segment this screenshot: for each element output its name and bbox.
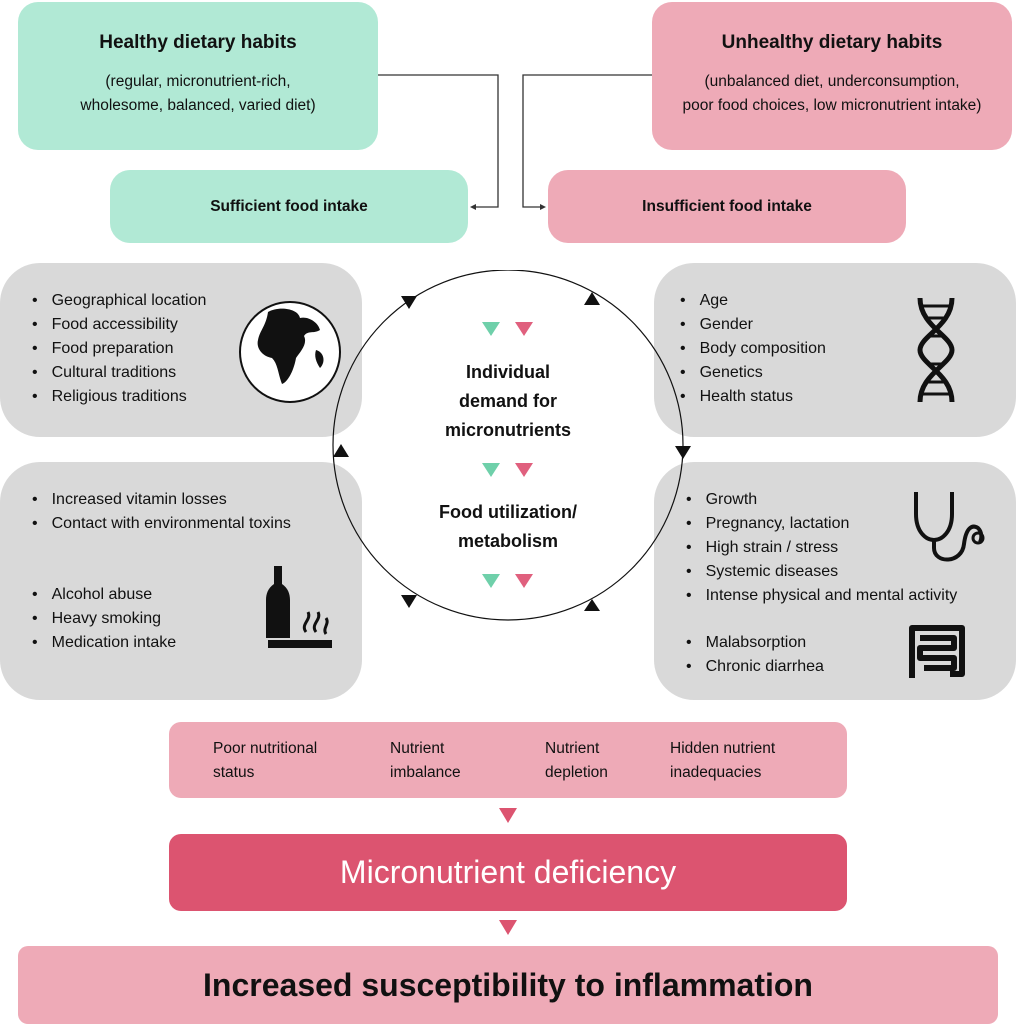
- healthy-desc-2: wholesome, balanced, varied diet): [80, 97, 316, 114]
- list-item: Health status: [680, 385, 826, 409]
- down-arrow-icon: [499, 808, 517, 823]
- list-item: Heavy smoking: [32, 607, 176, 631]
- outcome-line: Hidden nutrient: [670, 740, 776, 757]
- list-item: Malabsorption: [686, 631, 824, 655]
- cycle-arrow: [401, 595, 417, 608]
- outcomes-box: [169, 722, 847, 798]
- list-item: High strain / stress: [686, 536, 957, 560]
- list-item: Contact with environmental toxins: [32, 512, 291, 536]
- outcome-poor-status: Poor nutritional status: [213, 737, 317, 785]
- stethoscope-icon: [914, 492, 985, 562]
- lifestyle-factors-list-b: Alcohol abuse Heavy smoking Medication i…: [32, 583, 177, 655]
- cycle-arrow: [584, 599, 600, 611]
- bottle-cigarette-icon: [266, 566, 332, 648]
- outcome-line: status: [213, 764, 255, 781]
- outcome-imbalance: Nutrient imbalance: [390, 737, 461, 785]
- cycle-arrow: [675, 446, 691, 459]
- physiological-factors-list-b: Malabsorption Chronic diarrhea: [686, 631, 824, 679]
- list-item: Alcohol abuse: [32, 583, 176, 607]
- util-line: metabolism: [457, 531, 559, 551]
- sufficient-intake-box: Sufficient food intake: [110, 170, 468, 243]
- cycle-arrow: [333, 444, 349, 457]
- list-item: Chronic diarrhea: [686, 655, 824, 679]
- individual-factors-list: Age Gender Body composition Genetics Hea…: [680, 289, 826, 409]
- outcome-line: Nutrient: [545, 740, 600, 757]
- environmental-factors-list: Geographical location Food accessibility…: [32, 289, 207, 409]
- list-item: Intense physical and mental activity: [686, 584, 958, 608]
- demand-line: demand for: [458, 391, 557, 411]
- unhealthy-desc-1: (unbalanced diet, underconsumption,: [704, 73, 960, 90]
- inflammation-label: Increased susceptibility to inflammation: [203, 966, 813, 1003]
- outcome-line: depletion: [545, 764, 608, 781]
- outcome-line: Poor nutritional: [213, 740, 318, 757]
- outcome-line: inadequacies: [670, 764, 762, 781]
- inflammation-box: Increased susceptibility to inflammation: [18, 946, 998, 1024]
- outcome-line: Nutrient: [390, 740, 445, 757]
- deficiency-label: Micronutrient deficiency: [339, 854, 677, 890]
- list-item: Medication intake: [32, 631, 177, 655]
- list-item: Body composition: [680, 337, 826, 361]
- demand-line: micronutrients: [444, 420, 572, 440]
- list-item: Food accessibility: [32, 313, 206, 337]
- list-item: Food preparation: [32, 337, 206, 361]
- insufficient-intake-label: Insufficient food intake: [642, 197, 812, 215]
- demand-line: Individual: [465, 362, 550, 382]
- cycle-arrow: [401, 296, 417, 309]
- connector-lines: [378, 74, 652, 210]
- list-item: Pregnancy, lactation: [686, 512, 957, 536]
- intestine-icon: [909, 625, 965, 678]
- healthy-habits-box: Healthy dietary habits (regular, micronu…: [18, 2, 378, 150]
- list-item: Cultural traditions: [32, 361, 206, 385]
- list-item: Genetics: [680, 361, 826, 385]
- list-item: Growth: [686, 488, 957, 512]
- util-line: Food utilization/: [439, 502, 577, 522]
- green-pink-triangles: [482, 322, 533, 588]
- lifestyle-factors-list-a: Increased vitamin losses Contact with en…: [32, 488, 291, 536]
- food-utilization-label: Food utilization/ metabolism: [398, 498, 618, 556]
- insufficient-intake-box: Insufficient food intake: [548, 170, 906, 243]
- sufficient-intake-label: Sufficient food intake: [210, 197, 368, 215]
- micronutrient-deficiency-box: Micronutrient deficiency: [169, 834, 847, 911]
- unhealthy-desc-2: poor food choices, low micronutrient int…: [682, 97, 982, 114]
- cycle-diagram: [332, 270, 691, 621]
- globe-icon: [239, 301, 341, 403]
- cycle-arrow: [584, 292, 600, 305]
- healthy-desc-1: (regular, micronutrient-rich,: [105, 73, 291, 90]
- outcome-hidden: Hidden nutrient inadequacies: [670, 737, 775, 785]
- list-item: Increased vitamin losses: [32, 488, 291, 512]
- list-item: Religious traditions: [32, 385, 206, 409]
- unhealthy-title: Unhealthy dietary habits: [721, 32, 943, 53]
- physiological-factors-list-a: Growth Pregnancy, lactation High strain …: [686, 488, 958, 608]
- cycle-circle: [332, 270, 684, 621]
- outcome-depletion: Nutrient depletion: [545, 737, 608, 785]
- healthy-title: Healthy dietary habits: [99, 32, 297, 53]
- list-item: Systemic diseases: [686, 560, 957, 584]
- list-item: Geographical location: [32, 289, 207, 313]
- list-item: Age: [680, 289, 826, 313]
- individual-demand-label: Individual demand for micronutrients: [398, 358, 618, 445]
- dna-icon: [917, 297, 955, 403]
- unhealthy-habits-box: Unhealthy dietary habits (unbalanced die…: [652, 2, 1012, 150]
- down-arrow-icon: [499, 920, 517, 935]
- list-item: Gender: [680, 313, 826, 337]
- outcome-line: imbalance: [390, 764, 461, 781]
